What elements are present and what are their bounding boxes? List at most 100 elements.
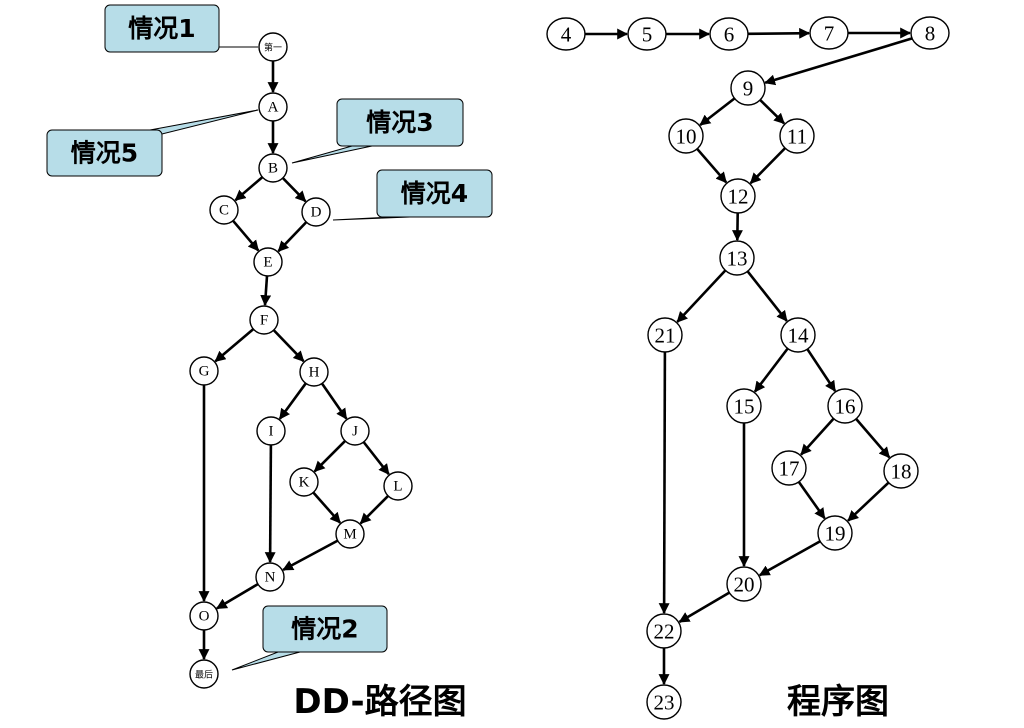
prog-node-22: 22 (646, 613, 682, 649)
prog-node-circle (883, 453, 919, 489)
prog-edge-9-11 (759, 98, 786, 125)
dd-node-circle (301, 197, 331, 227)
callout-case3: 情况3 (291, 98, 464, 164)
dd-node-label: G (199, 364, 210, 380)
prog-edge-11-12 (749, 147, 787, 185)
dd-node-O: O (189, 601, 219, 631)
prog-edge-9-10 (699, 97, 736, 127)
dd-edge-L-M (359, 494, 390, 525)
program-graph-edges (585, 27, 913, 686)
prog-node-circle (779, 118, 815, 154)
dd-node-label: N (265, 570, 276, 586)
dd-node-circle (256, 416, 286, 446)
prog-node-label: 4 (561, 23, 572, 47)
dd-node-第一: 第一 (258, 32, 288, 62)
prog-node-20: 20 (726, 566, 762, 602)
callout-box (336, 98, 464, 147)
prog-edge-16-18 (855, 418, 891, 459)
prog-node-8: 8 (910, 16, 950, 50)
dd-edge-M-N (282, 539, 339, 572)
prog-node-label: 15 (734, 395, 755, 419)
prog-node-circle (709, 17, 749, 51)
callout-label: 情况1 (128, 14, 195, 43)
prog-node-label: 12 (728, 185, 749, 209)
prog-node-circle (771, 450, 807, 486)
callout-pointer (231, 651, 301, 671)
prog-node-12: 12 (720, 178, 756, 214)
prog-node-17: 17 (771, 450, 807, 486)
callout-label: 情况5 (71, 139, 138, 168)
prog-edge-13-14 (746, 270, 788, 322)
dd-edge-H-I (278, 382, 307, 420)
prog-node-circle (719, 240, 755, 276)
prog-node-label: 21 (655, 324, 676, 348)
dd-node-circle (255, 562, 285, 592)
callout-label: 情况2 (291, 615, 358, 644)
prog-edge-14-16 (806, 348, 837, 392)
prog-node-4: 4 (546, 17, 586, 51)
program-graph-title: 程序图 (787, 682, 889, 722)
dd-node-label: 最后 (195, 670, 213, 680)
dd-node-label: B (268, 161, 278, 177)
callout-pointer (291, 145, 373, 164)
prog-node-14: 14 (780, 317, 816, 353)
dd-edge-N-O (215, 582, 259, 610)
dd-node-label: O (199, 609, 210, 625)
prog-edge-13-21 (676, 269, 727, 323)
case-callouts: 情况1 情况5 情况3 情况4 情况2 (46, 4, 493, 671)
dd-node-circle (209, 195, 239, 225)
prog-node-circle (817, 515, 853, 551)
dd-node-E: E (253, 247, 283, 277)
dd-node-G: G (189, 356, 219, 386)
prog-node-10: 10 (668, 118, 704, 154)
prog-node-16: 16 (827, 388, 863, 424)
prog-node-circle (910, 16, 950, 50)
dd-node-label: M (343, 527, 356, 543)
dd-edge-I-N (264, 444, 276, 564)
prog-node-circle (647, 317, 683, 353)
dd-node-circle (340, 416, 370, 446)
prog-edge-17-19 (797, 481, 826, 520)
dd-node-label: A (268, 100, 279, 116)
callout-label: 情况3 (366, 108, 433, 137)
prog-node-label: 14 (788, 324, 810, 348)
dd-node-label: E (263, 255, 272, 271)
callout-box (46, 129, 163, 177)
dd-node-F: F (249, 305, 279, 335)
dd-node-circle (299, 357, 329, 387)
dd-path-graph-edges (198, 61, 390, 661)
callout-case5: 情况5 (46, 109, 259, 177)
prog-node-circle (668, 118, 704, 154)
prog-node-9: 9 (730, 70, 766, 106)
prog-node-circle (726, 388, 762, 424)
dd-edge-F-G (214, 328, 255, 363)
prog-node-label: 11 (787, 125, 807, 149)
prog-node-19: 19 (817, 515, 853, 551)
dd-node-circle (289, 467, 319, 497)
dd-edge-D-E (277, 221, 308, 253)
dd-node-circle (335, 519, 365, 549)
dd-node-label: C (219, 203, 229, 219)
dd-edge-B-D (281, 177, 307, 203)
prog-node-circle (646, 613, 682, 649)
prog-node-7: 7 (809, 16, 849, 50)
dd-node-circle (258, 153, 288, 183)
callout-label: 情况4 (401, 179, 468, 208)
callout-case4: 情况4 (332, 169, 493, 221)
dd-edge-E-F (260, 275, 272, 307)
prog-node-label: 19 (825, 522, 846, 546)
prog-node-6: 6 (709, 17, 749, 51)
prog-node-label: 10 (676, 125, 697, 149)
dd-node-circle (258, 32, 288, 62)
prog-node-label: 6 (724, 23, 735, 47)
prog-edge-8-9 (764, 37, 913, 86)
dd-node-label: L (393, 479, 402, 495)
dd-node-label: F (260, 313, 268, 329)
dd-edge-K-M (312, 491, 342, 524)
prog-node-circle (627, 17, 667, 51)
prog-node-11: 11 (779, 118, 815, 154)
dd-node-M: M (335, 519, 365, 549)
dd-edge-J-L (362, 441, 390, 476)
